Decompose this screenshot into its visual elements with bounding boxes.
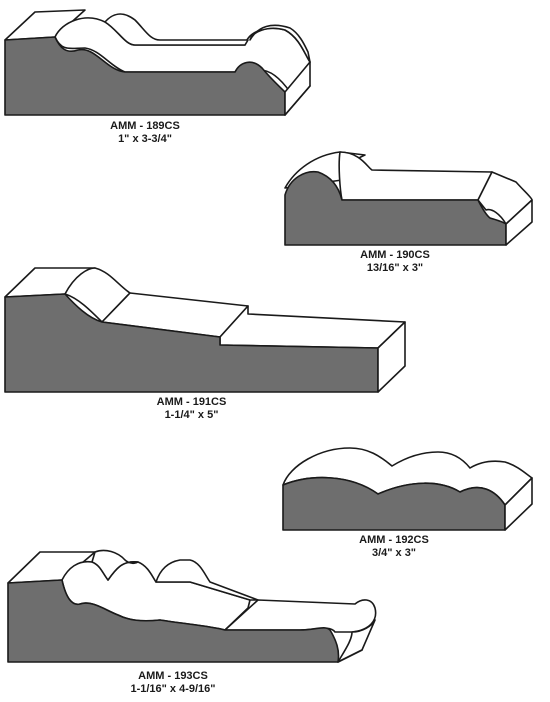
moulding-size-label: 3/4" x 3" xyxy=(371,547,417,559)
moulding-model-label: AMM - 192CS xyxy=(359,534,429,546)
moulding-caption-189cs: AMM - 189CS 1" x 3-3/4" xyxy=(0,120,290,146)
moulding-model-label: AMM - 190CS xyxy=(360,249,430,261)
moulding-caption-193cs: AMM - 193CS 1-1/16" x 4-9/16" xyxy=(8,670,338,696)
moulding-model-label: AMM - 191CS xyxy=(156,396,227,408)
moulding-caption-190cs: AMM - 190CS 13/16" x 3" xyxy=(285,249,505,275)
moulding-size-label: 1-1/4" x 5" xyxy=(164,409,219,421)
moulding-model-label: AMM - 193CS xyxy=(138,670,208,682)
moulding-size-label: 1-1/16" x 4-9/16" xyxy=(130,683,216,695)
moulding-caption-191cs: AMM - 191CS 1-1/4" x 5" xyxy=(5,396,378,422)
moulding-size-label: 1" x 3-3/4" xyxy=(118,133,172,145)
moulding-model-label: AMM - 189CS xyxy=(110,120,180,132)
moulding-size-label: 13/16" x 3" xyxy=(366,262,424,274)
moulding-caption-192cs: AMM - 192CS 3/4" x 3" xyxy=(283,534,505,560)
